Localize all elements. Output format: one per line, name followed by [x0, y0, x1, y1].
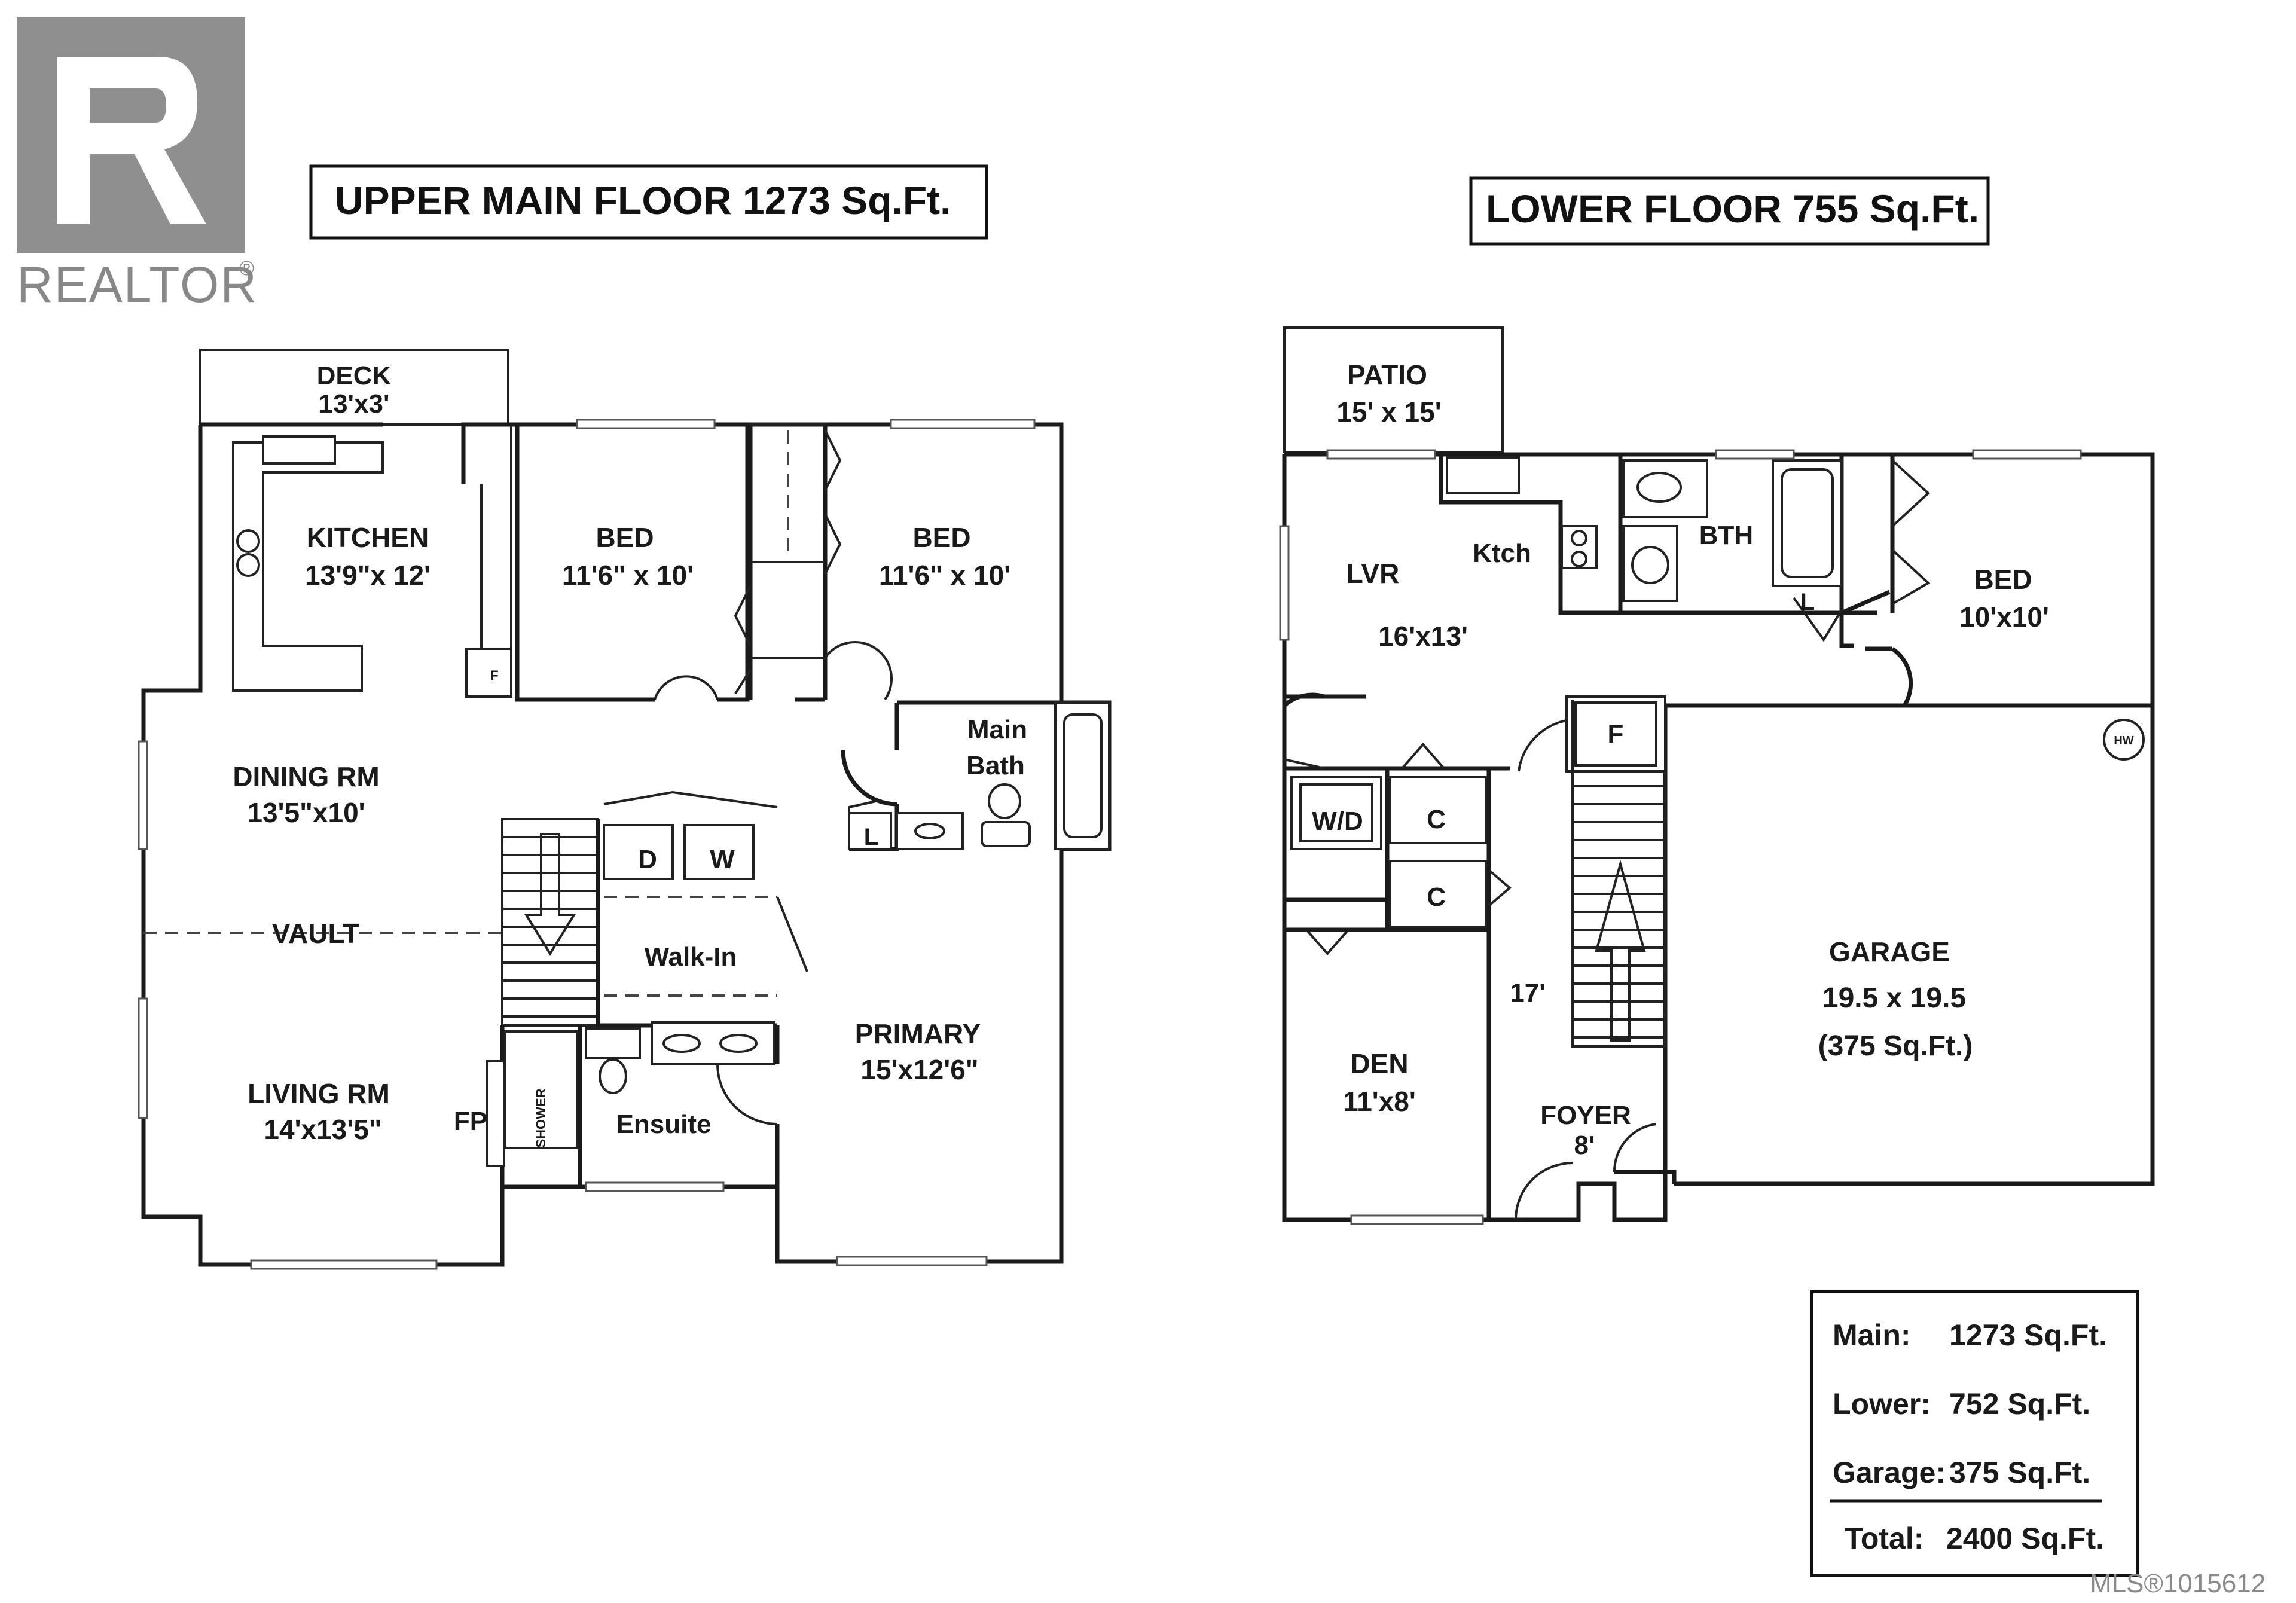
- lvr-label: LVR: [1347, 558, 1400, 589]
- stair-length-label: 17': [1510, 978, 1545, 1007]
- upper-floor-plan: DECK 13'x3' KITCHEN 13'9"x 12' BED 11'6"…: [138, 349, 1112, 1270]
- lower-floor-plan: PATIO 15' x 15' LVR 16'x13' Ktch BTH BED…: [1279, 326, 2155, 1225]
- den-label: DEN: [1350, 1048, 1408, 1079]
- closet1-label: C: [1427, 805, 1446, 834]
- walkin-label: Walk-In: [645, 942, 737, 972]
- deck-label: DECK: [317, 361, 392, 390]
- stairs-up-arrow: [1595, 859, 1646, 1042]
- washer-label: W: [710, 845, 735, 874]
- lower-bed-dim: 10'x10': [1959, 601, 2049, 633]
- lower-floor-title: LOWER FLOOR 755 Sq.Ft.: [1469, 176, 1990, 246]
- stairs-down-arrow: [524, 833, 576, 956]
- shower-label: SHOWER: [533, 1088, 548, 1147]
- summary-label: Garage:: [1833, 1456, 1946, 1489]
- dining-dim: 13'5"x10': [247, 797, 365, 828]
- furnace-label: F: [1608, 719, 1624, 749]
- fridge-label: F: [490, 668, 498, 683]
- closet2-label: C: [1427, 883, 1446, 912]
- realtor-logo-text: REALTOR: [17, 257, 258, 313]
- summary-value: 752 Sq.Ft.: [1949, 1387, 2090, 1421]
- lower-floor-title-text: LOWER FLOOR 755 Sq.Ft.: [1486, 187, 1979, 231]
- bed2-label: BED: [912, 522, 970, 553]
- linen-label-lower: L: [1800, 589, 1815, 615]
- upper-stairs: [501, 818, 599, 1027]
- hw-label: HW: [2114, 734, 2133, 747]
- upper-floor-title: UPPER MAIN FLOOR 1273 Sq.Ft.: [309, 164, 988, 240]
- primary-dim: 15'x12'6": [860, 1054, 978, 1085]
- lower-bed-label: BED: [1974, 564, 2032, 595]
- main-bath-label-2: Bath: [966, 751, 1025, 780]
- summary-value: 1273 Sq.Ft.: [1949, 1318, 2107, 1352]
- main-bath-label: Main: [967, 715, 1027, 744]
- foyer-dim: 8': [1574, 1131, 1595, 1160]
- registered-mark: ®: [239, 257, 254, 280]
- dining-label: DINING RM: [233, 761, 379, 792]
- deck-dim: 13'x3': [319, 389, 390, 419]
- bed2-dim: 11'6" x 10': [879, 560, 1010, 591]
- fireplace: [486, 1060, 505, 1167]
- mls-number: MLS®1015612: [2090, 1569, 2266, 1598]
- hot-water-tank: [2103, 719, 2145, 761]
- summary-label: Main:: [1833, 1318, 1911, 1352]
- dryer-label: D: [638, 845, 657, 874]
- summary-value: 2400 Sq.Ft.: [1946, 1522, 2104, 1555]
- lvr-dim: 16'x13': [1378, 621, 1468, 652]
- summary-label: Total:: [1845, 1522, 1923, 1555]
- linen-label: L: [864, 824, 878, 850]
- patio-label: PATIO: [1347, 359, 1427, 390]
- garage-area: (375 Sq.Ft.): [1818, 1030, 1973, 1062]
- ktch-label: Ktch: [1473, 539, 1531, 568]
- wd-label: W/D: [1312, 807, 1363, 836]
- area-summary-box: Main: 1273 Sq.Ft. Lower: 752 Sq.Ft. Garage:3…: [1810, 1290, 2139, 1577]
- summary-value: 375 Sq.Ft.: [1949, 1456, 2090, 1489]
- ensuite-label: Ensuite: [616, 1110, 712, 1139]
- bed1-dim: 11'6" x 10': [562, 560, 694, 591]
- kitchen-label: KITCHEN: [307, 522, 429, 553]
- vault-label: VAULT: [272, 918, 360, 949]
- summary-row: Lower: 752 Sq.Ft.: [1833, 1387, 2090, 1421]
- realtor-logo: REALTOR ®: [17, 17, 258, 313]
- summary-row: Total: 2400 Sq.Ft.: [1845, 1522, 2104, 1555]
- summary-row: Garage:375 Sq.Ft.: [1830, 1456, 2102, 1503]
- bed1-label: BED: [596, 522, 654, 553]
- garage-label: GARAGE: [1829, 936, 1950, 967]
- kitchen-counter: [232, 441, 384, 692]
- garage-dim: 19.5 x 19.5: [1822, 982, 1966, 1014]
- foyer-label: FOYER: [1540, 1101, 1631, 1130]
- summary-label: Lower:: [1833, 1387, 1931, 1421]
- patio-dim: 15' x 15': [1336, 396, 1441, 428]
- living-label: LIVING RM: [248, 1078, 390, 1109]
- kitchen-dim: 13'9"x 12': [305, 560, 430, 591]
- bth-label: BTH: [1699, 521, 1753, 550]
- fireplace-label: FP: [454, 1107, 487, 1136]
- living-dim: 14'x13'5": [264, 1114, 381, 1145]
- primary-label: PRIMARY: [855, 1018, 981, 1049]
- den-dim: 11'x8': [1343, 1086, 1416, 1117]
- lower-stairs: [1571, 767, 1666, 1048]
- summary-row: Main: 1273 Sq.Ft.: [1833, 1318, 2107, 1352]
- upper-floor-title-text: UPPER MAIN FLOOR 1273 Sq.Ft.: [335, 178, 951, 222]
